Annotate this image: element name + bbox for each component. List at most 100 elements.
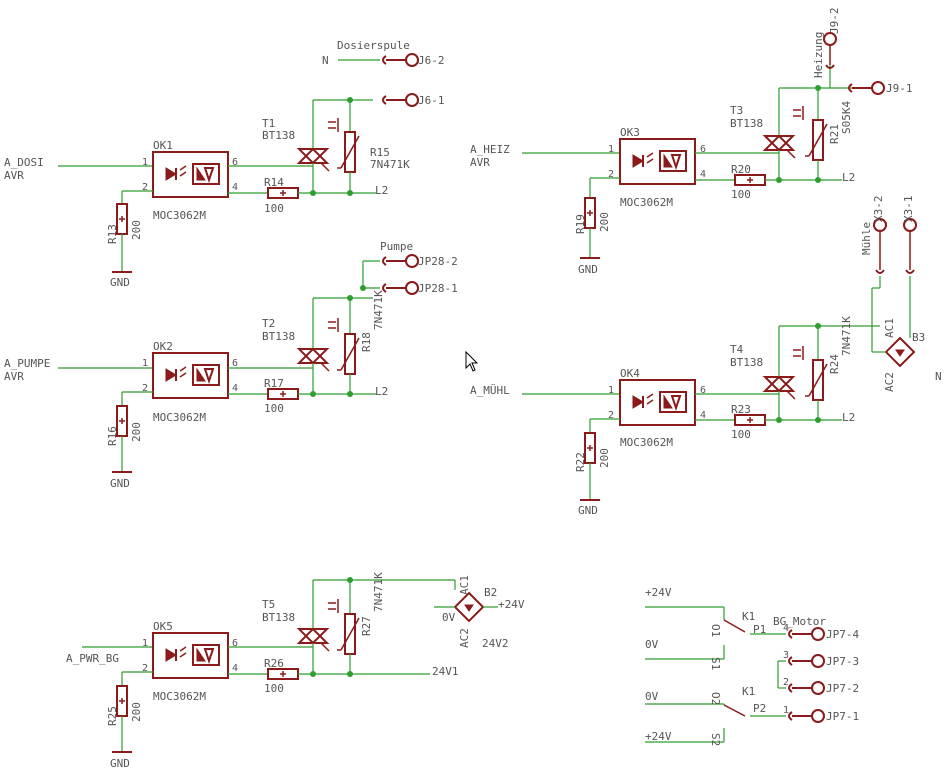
phase-label: L2 bbox=[375, 184, 388, 197]
pin-4: 4 bbox=[700, 169, 706, 180]
connector-b: J6-1 bbox=[418, 94, 445, 107]
relay-k1: +24V O1 K1 P1 0V S1 BG_Motor 4 JP7-4 3 J… bbox=[645, 586, 859, 746]
r-in-name: R22 bbox=[574, 452, 587, 472]
block-ok5: A_PWR_BG OK5 MOC3062M 1 2 6 4 R25 200 GN… bbox=[66, 572, 525, 769]
load-label: Pumpe bbox=[380, 240, 413, 253]
neutral-label: N bbox=[322, 54, 329, 67]
gnd-label: GND bbox=[578, 504, 598, 517]
r-gate-name: R26 bbox=[264, 657, 284, 670]
pin-4: 4 bbox=[232, 182, 238, 193]
bridge-ac2: AC2 bbox=[458, 628, 471, 648]
load-label: Dosierspule bbox=[337, 39, 410, 52]
relay-s2: S2 bbox=[709, 733, 722, 746]
bridge-rail: 24V2 bbox=[482, 637, 509, 650]
signal-a-muehl: A_MÜHL bbox=[470, 384, 510, 397]
varistor-type: 7N471K bbox=[840, 316, 853, 356]
pin-2: 2 bbox=[608, 169, 614, 180]
r-gate-value: 100 bbox=[264, 202, 284, 215]
relay-s1: S1 bbox=[709, 657, 722, 670]
signal-avr: AVR bbox=[470, 156, 490, 169]
r-in-name: R25 bbox=[106, 706, 119, 726]
connector-a: J6-2 bbox=[418, 54, 445, 67]
signal-a-dosi: A_DOSI bbox=[4, 156, 44, 169]
r-in-name: R19 bbox=[574, 214, 587, 234]
triac-type: BT138 bbox=[262, 611, 295, 624]
varistor-type: 7N471K bbox=[372, 290, 385, 330]
opto-type: MOC3062M bbox=[620, 436, 673, 449]
varistor-name: R15 bbox=[370, 146, 390, 159]
triac-name: T5 bbox=[262, 598, 275, 611]
r-in-value: 200 bbox=[130, 702, 143, 722]
pin-1: 1 bbox=[142, 157, 148, 168]
opto-name: OK4 bbox=[620, 367, 640, 380]
relay-p1: P1 bbox=[753, 623, 766, 636]
r-gate-value: 100 bbox=[731, 428, 751, 441]
bridge-ac1: AC1 bbox=[458, 575, 471, 595]
gnd-label: GND bbox=[110, 477, 130, 490]
r-gate-name: R17 bbox=[264, 377, 284, 390]
pin-1: 1 bbox=[142, 638, 148, 649]
varistor-type: 7N471K bbox=[370, 158, 410, 171]
pin-6: 6 bbox=[700, 144, 706, 155]
relay-name-2: K1 bbox=[742, 685, 755, 698]
pin-2: 2 bbox=[608, 410, 614, 421]
signal-a-pumpe: A_PUMPE bbox=[4, 357, 50, 370]
r-in-value: 200 bbox=[130, 422, 143, 442]
pin-6: 6 bbox=[232, 638, 238, 649]
bridge-ac1: AC1 bbox=[883, 318, 896, 338]
pin-2: 2 bbox=[783, 677, 789, 688]
block-ok1: A_DOSI AVR OK1 MOC3062M 1 2 6 4 R13 200 … bbox=[4, 39, 445, 289]
signal-a-pwr-bg: A_PWR_BG bbox=[66, 652, 119, 665]
rail-plus-2: +24V bbox=[645, 730, 672, 743]
connector-a: X3-2 bbox=[872, 196, 885, 223]
mouse-cursor-icon bbox=[465, 350, 479, 372]
triac-type: BT138 bbox=[262, 330, 295, 343]
opto-type: MOC3062M bbox=[153, 209, 206, 222]
pin-4: 4 bbox=[232, 663, 238, 674]
varistor-name: R27 bbox=[360, 616, 373, 636]
bridge-plus: +24V bbox=[498, 598, 525, 611]
neutral-label: N bbox=[935, 370, 942, 383]
connector-b: JP28-1 bbox=[418, 282, 458, 295]
r-in-value: 200 bbox=[598, 448, 611, 468]
opto-name: OK5 bbox=[153, 620, 173, 633]
varistor-name: R18 bbox=[360, 332, 373, 352]
bridge-name: B2 bbox=[484, 586, 497, 599]
pin-2: 2 bbox=[142, 182, 148, 193]
varistor-type: S05K4 bbox=[840, 101, 853, 134]
bridge-name: B3 bbox=[912, 331, 925, 344]
relay-name-1: K1 bbox=[742, 610, 755, 623]
phase-label: 24V1 bbox=[432, 665, 459, 678]
varistor-type: 7N471K bbox=[372, 572, 385, 612]
pin-1: 1 bbox=[783, 705, 789, 716]
signal-avr: AVR bbox=[4, 370, 24, 383]
pin-1: 1 bbox=[608, 385, 614, 396]
block-ok4: A_MÜHL OK4 MOC3062M 1 2 6 4 R22 200 GND … bbox=[470, 196, 942, 518]
relay-p2: P2 bbox=[753, 702, 766, 715]
opto-type: MOC3062M bbox=[153, 690, 206, 703]
varistor-name: R24 bbox=[828, 354, 841, 374]
connector-b: X3-1 bbox=[902, 196, 915, 223]
pin-4: 4 bbox=[783, 623, 789, 634]
pin-6: 6 bbox=[700, 385, 706, 396]
signal-avr: AVR bbox=[4, 169, 24, 182]
gnd-label: GND bbox=[110, 276, 130, 289]
pin-1: 1 bbox=[142, 358, 148, 369]
connector-jp7-1: JP7-1 bbox=[826, 710, 859, 723]
r-gate-name: R14 bbox=[264, 176, 284, 189]
signal-a-heiz: A_HEIZ bbox=[470, 143, 510, 156]
phase-label: L2 bbox=[842, 411, 855, 424]
rail-0v-1: 0V bbox=[645, 638, 659, 651]
motor-label: BG_Motor bbox=[773, 615, 826, 628]
triac-type: BT138 bbox=[730, 356, 763, 369]
phase-label: L2 bbox=[842, 171, 855, 184]
pin-1: 1 bbox=[608, 144, 614, 155]
triac-name: T2 bbox=[262, 317, 275, 330]
r-in-value: 200 bbox=[130, 220, 143, 240]
relay-o1: O1 bbox=[709, 624, 722, 637]
rail-plus-1: +24V bbox=[645, 586, 672, 599]
pin-6: 6 bbox=[232, 157, 238, 168]
block-ok2: A_PUMPE AVR OK2 MOC3062M 1 2 6 4 R16 200… bbox=[4, 240, 458, 490]
load-label: Heizung bbox=[812, 32, 825, 78]
